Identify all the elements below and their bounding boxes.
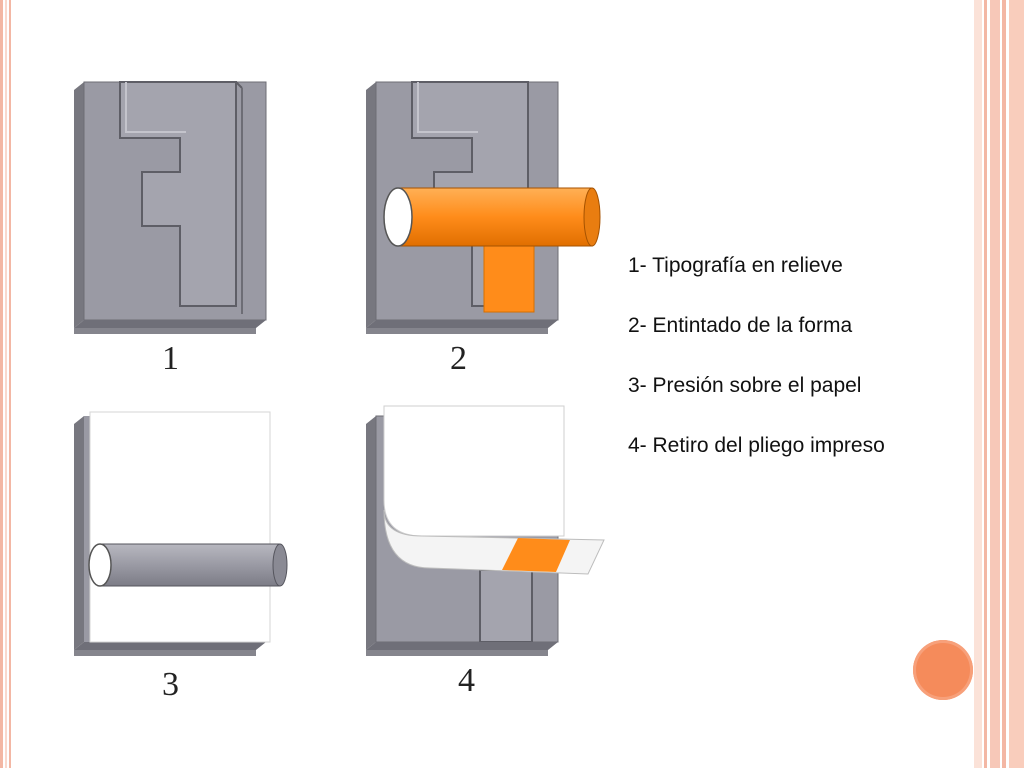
step-2: 2- Entintado de la forma <box>628 314 853 337</box>
step-4: 4- Retiro del pliego impreso <box>628 434 885 457</box>
figure-1-type-relief <box>74 81 267 334</box>
figure-label-2: 2 <box>450 340 467 377</box>
figure-3-pressing <box>74 411 288 656</box>
right-border <box>974 0 1024 768</box>
figure-label-1: 1 <box>162 340 179 377</box>
letterpress-diagram: 1 2 3 4 <box>60 70 620 710</box>
step-1: 1- Tipografía en relieve <box>628 254 843 277</box>
steps-list: 1- Tipografía en relieve 2- Entintado de… <box>628 254 958 494</box>
figure-2-inking <box>366 81 601 334</box>
left-border <box>0 0 14 768</box>
decorative-circle <box>913 640 973 700</box>
step-3: 3- Presión sobre el papel <box>628 374 862 397</box>
figure-label-4: 4 <box>458 662 475 699</box>
diagram-svg <box>74 81 605 656</box>
figure-4-removing-sheet <box>366 405 605 656</box>
figure-label-3: 3 <box>162 666 179 703</box>
